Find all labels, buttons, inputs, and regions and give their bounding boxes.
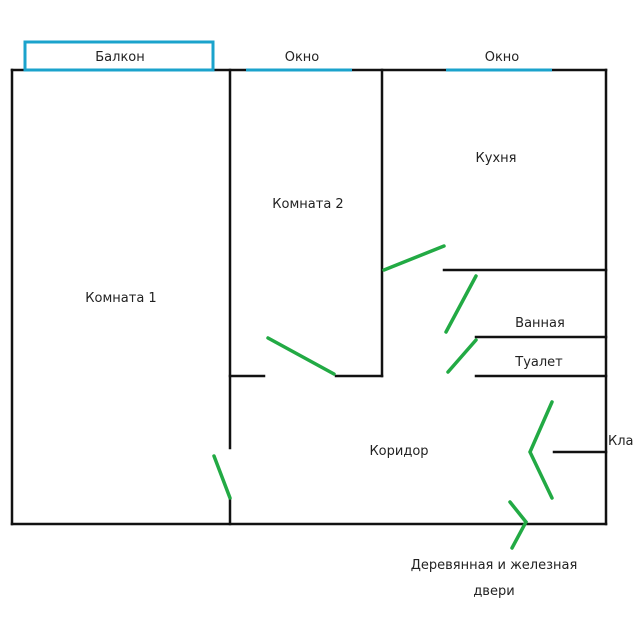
- kitchen-label: Кухня: [476, 151, 517, 166]
- doors-note-line2: двери: [473, 584, 514, 599]
- room1-label: Комната 1: [85, 291, 156, 306]
- corridor-label: Коридор: [369, 444, 428, 459]
- toilet-label: Туалет: [514, 355, 563, 370]
- balcony-label: Балкон: [95, 50, 145, 65]
- room2-label: Комната 2: [272, 197, 343, 212]
- closet-label: Кла: [608, 434, 634, 449]
- interior-walls: [228, 68, 608, 526]
- door-room2: [266, 336, 336, 376]
- door-entrance: [508, 500, 529, 550]
- door-bathroom: [444, 274, 478, 334]
- door-room1: [212, 454, 232, 500]
- door-closet: [528, 400, 554, 500]
- doors: [212, 244, 554, 550]
- door-toilet: [446, 338, 478, 374]
- balcony-outline: [23, 40, 215, 72]
- window-kitchen-label: Окно: [485, 50, 520, 65]
- bathroom-label: Ванная: [515, 316, 565, 331]
- door-kitchen: [382, 244, 446, 272]
- window-room2-label: Окно: [285, 50, 320, 65]
- doors-note-line1: Деревянная и железная: [411, 558, 578, 573]
